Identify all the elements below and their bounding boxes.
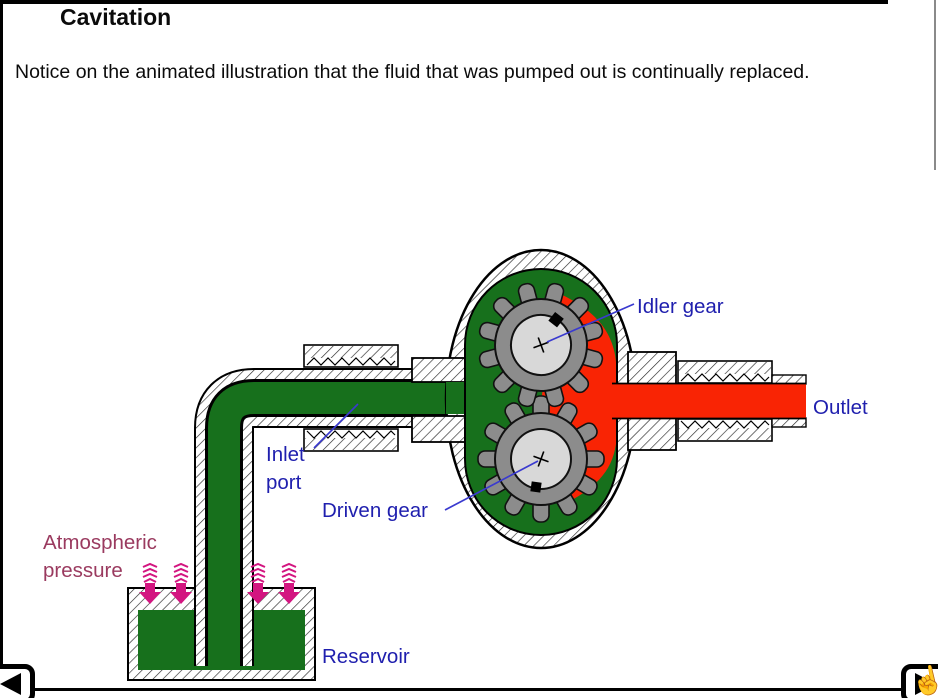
inlet-pipe bbox=[194, 368, 470, 666]
idler-gear bbox=[462, 266, 620, 424]
label-atmospheric-line1: Atmospheric bbox=[43, 531, 157, 554]
driven-gear bbox=[477, 395, 605, 523]
driven-gear-leader bbox=[444, 460, 539, 511]
idler-gear-leader bbox=[546, 303, 635, 343]
body-text: Notice on the animated illustration that… bbox=[15, 61, 810, 83]
slide-bottom-border bbox=[0, 688, 938, 691]
label-reservoir: Reservoir bbox=[322, 645, 410, 668]
hand-cursor-icon: ☝ bbox=[908, 662, 938, 698]
label-atmospheric-line2: pressure bbox=[43, 559, 123, 582]
next-triangle-icon bbox=[915, 673, 936, 695]
back-button[interactable] bbox=[0, 664, 35, 698]
inlet-port-leader bbox=[313, 403, 359, 449]
inlet-fittings bbox=[303, 344, 467, 452]
page-title: Cavitation bbox=[60, 4, 172, 30]
outlet-fluid bbox=[598, 384, 806, 418]
leader-lines bbox=[313, 303, 635, 511]
back-triangle-icon bbox=[0, 673, 21, 695]
next-button[interactable] bbox=[901, 664, 938, 698]
label-idler-gear: Idler gear bbox=[637, 295, 724, 318]
label-driven-gear: Driven gear bbox=[322, 499, 428, 522]
inlet-fluid bbox=[208, 382, 470, 666]
slide-left-border bbox=[0, 0, 3, 691]
window-right-edge bbox=[934, 0, 936, 170]
label-inlet-line2: port bbox=[266, 471, 302, 494]
label-inlet-line1: Inlet bbox=[266, 443, 305, 466]
label-outlet: Outlet bbox=[813, 396, 868, 419]
driven-gear-key-marker bbox=[530, 481, 542, 493]
slide-top-border bbox=[0, 0, 888, 4]
idler-gear-key-marker bbox=[548, 311, 564, 328]
